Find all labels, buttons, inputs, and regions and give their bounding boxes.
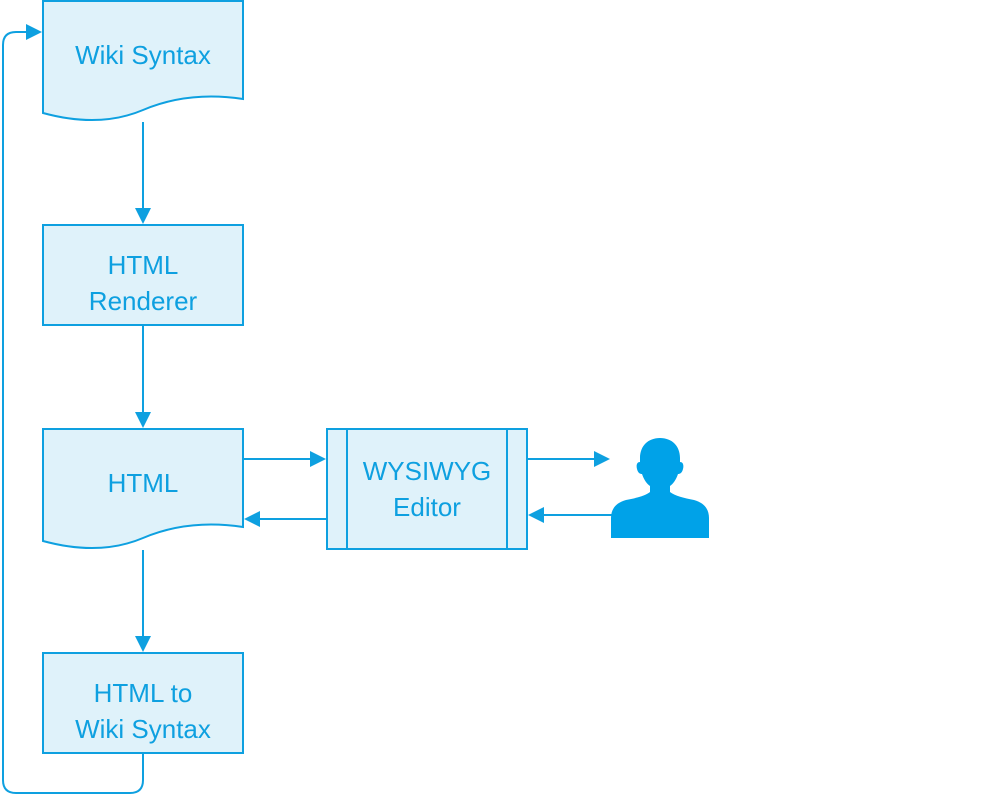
- edge-wiki-to-renderer: [135, 122, 151, 224]
- node-wiki-syntax-label: Wiki Syntax: [75, 40, 211, 70]
- node-html-to-wiki[interactable]: HTML to Wiki Syntax: [42, 652, 244, 754]
- node-wiki-syntax[interactable]: Wiki Syntax: [42, 0, 244, 122]
- edge-converter-to-wiki: [2, 24, 144, 794]
- node-html-to-wiki-label-line1: HTML to: [94, 678, 193, 708]
- node-wysiwyg-editor[interactable]: WYSIWYG Editor: [326, 428, 528, 550]
- node-html-label: HTML: [108, 468, 179, 498]
- node-wysiwyg-editor-label-line2: Editor: [393, 492, 461, 522]
- node-wysiwyg-editor-label-line1: WYSIWYG: [363, 456, 492, 486]
- edge-editor-to-html: [244, 511, 326, 527]
- edge-user-to-editor: [528, 507, 612, 523]
- node-html-renderer[interactable]: HTML Renderer: [42, 224, 244, 326]
- node-html-renderer-label-line1: HTML: [108, 250, 179, 280]
- person-icon: [611, 438, 709, 538]
- node-html-to-wiki-label-line2: Wiki Syntax: [75, 714, 211, 744]
- edge-renderer-to-html: [135, 326, 151, 428]
- edge-editor-to-user: [528, 451, 610, 467]
- node-html[interactable]: HTML: [42, 428, 244, 550]
- node-user[interactable]: [611, 438, 709, 538]
- node-html-renderer-label-line2: Renderer: [89, 286, 198, 316]
- edge-html-to-converter: [135, 550, 151, 652]
- edge-html-to-editor: [244, 451, 326, 467]
